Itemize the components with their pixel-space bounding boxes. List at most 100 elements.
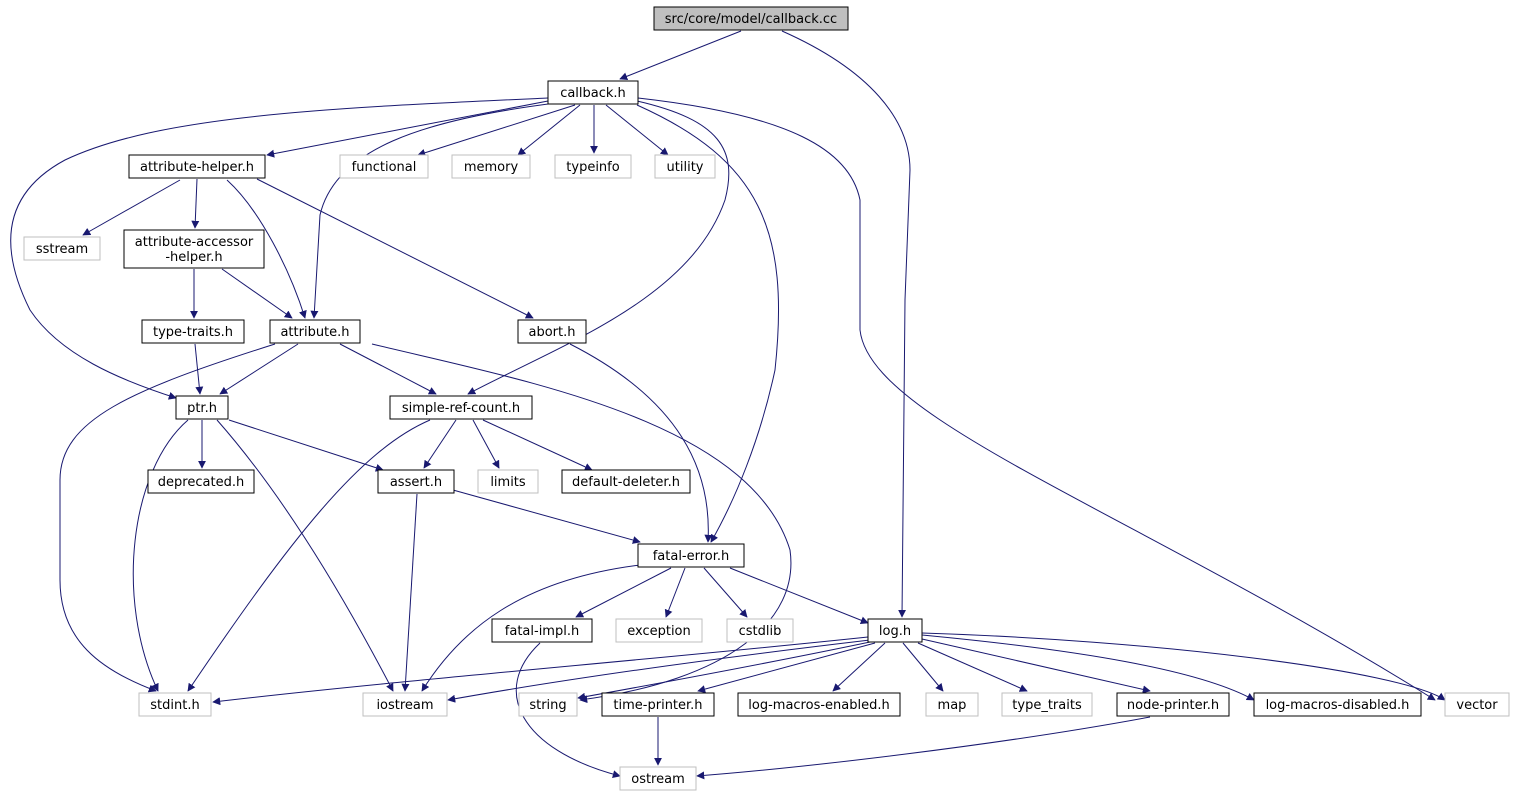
node-label: attribute-helper.h <box>140 160 254 175</box>
node-typeinfo: typeinfo <box>554 154 632 179</box>
node-string: string <box>518 692 578 717</box>
node-label: limits <box>490 475 526 490</box>
node-functional: functional <box>339 154 429 179</box>
node-box <box>653 6 849 31</box>
node-log-macros-disabled-h[interactable]: log-macros-disabled.h <box>1253 692 1422 717</box>
node-label: assert.h <box>390 475 442 490</box>
edge-abort-h-to-fatal-error-h <box>569 343 713 543</box>
edge-attribute-h-to-ptr-h <box>219 343 299 395</box>
node-map: map <box>925 692 979 717</box>
node-box <box>867 618 923 643</box>
node-label: src/core/model/callback.cc <box>665 12 837 27</box>
node-box <box>377 469 455 494</box>
node-label: log-macros-enabled.h <box>748 698 889 713</box>
edge-ptr-h-to-assert-h <box>228 419 384 472</box>
node-box <box>547 80 639 105</box>
edge-attribute-h-to-simple-ref-count-h <box>339 343 437 395</box>
edge-fatal-error-h-to-cstdlib <box>703 567 748 618</box>
node-assert-h[interactable]: assert.h <box>377 469 455 494</box>
node-box <box>123 229 265 269</box>
node-attribute-h[interactable]: attribute.h <box>269 319 361 344</box>
edge-callback-h-to-ptr-h <box>10 97 549 400</box>
node-fatal-error-h[interactable]: fatal-error.h <box>637 543 745 568</box>
edge-simple-ref-count-h-to-assert-h <box>423 419 457 469</box>
edge-callback-cc-to-log-h <box>781 30 911 618</box>
node-label: functional <box>352 160 417 175</box>
node-limits: limits <box>477 469 539 494</box>
node-label: exception <box>627 624 691 639</box>
edge-fatal-error-h-to-fatal-impl-h <box>575 567 672 618</box>
node-box <box>1253 692 1422 717</box>
edge-fatal-error-h-to-log-h <box>729 567 869 625</box>
node-label: attribute-accessor-helper.h <box>135 235 254 265</box>
node-box <box>1116 692 1230 717</box>
node-label: fatal-impl.h <box>505 624 579 639</box>
edge-log-h-to-time-printer-h <box>697 642 876 693</box>
node-box <box>1444 692 1510 717</box>
edge-log-h-to-vector <box>921 632 1446 701</box>
node-abort-h[interactable]: abort.h <box>517 319 587 344</box>
node-box <box>141 319 245 344</box>
node-box <box>517 319 587 344</box>
edge-fatal-error-h-to-exception <box>664 567 686 618</box>
node-attribute-helper-h[interactable]: attribute-helper.h <box>128 154 266 179</box>
node-box <box>128 154 266 179</box>
node-type-traits-h[interactable]: type-traits.h <box>141 319 245 344</box>
node-box <box>637 543 745 568</box>
edge-simple-ref-count-h-to-limits <box>472 419 500 469</box>
node-box <box>269 319 361 344</box>
node-label: log-macros-disabled.h <box>1266 698 1410 713</box>
node-default-deleter-h[interactable]: default-deleter.h <box>561 469 691 494</box>
node-label: deprecated.h <box>158 475 244 490</box>
node-label: vector <box>1456 698 1498 713</box>
node-box <box>737 692 901 717</box>
edge-callback-h-to-functional <box>417 104 576 157</box>
edge-log-h-to-node-printer-h <box>921 638 1151 694</box>
node-label: typeinfo <box>566 160 619 175</box>
node-box <box>619 766 697 791</box>
node-time-printer-h[interactable]: time-printer.h <box>601 692 715 717</box>
node-label: memory <box>464 160 519 175</box>
node-log-h[interactable]: log.h <box>867 618 923 643</box>
node-iostream: iostream <box>362 692 448 717</box>
node-memory: memory <box>451 154 531 179</box>
node-label: node-printer.h <box>1127 698 1219 713</box>
node-deprecated-h[interactable]: deprecated.h <box>147 469 255 494</box>
node-label: attribute.h <box>280 325 349 340</box>
node-ptr-h[interactable]: ptr.h <box>175 395 229 420</box>
edge-assert-h-to-iostream <box>401 493 418 692</box>
edge-log-h-to-type-traits <box>917 642 1028 692</box>
node-simple-ref-count-h[interactable]: simple-ref-count.h <box>389 395 533 420</box>
node-callback-h[interactable]: callback.h <box>547 80 639 105</box>
edge-callback-h-to-vector <box>637 97 1436 701</box>
node-label: simple-ref-count.h <box>402 401 520 416</box>
node-box <box>726 618 794 643</box>
node-box <box>362 692 448 717</box>
node-label: iostream <box>376 698 433 713</box>
node-vector: vector <box>1444 692 1510 717</box>
node-label: map <box>938 698 967 713</box>
node-label: default-deleter.h <box>572 475 680 490</box>
edge-log-h-to-log-macros-enabled-h <box>832 642 886 692</box>
edge-node-printer-h-to-ostream <box>696 716 1151 780</box>
edge-attribute-accessor-helper-h-to-attribute-h <box>221 268 293 319</box>
node-sstream: sstream <box>23 236 101 261</box>
node-cstdlib: cstdlib <box>726 618 794 643</box>
node-box <box>925 692 979 717</box>
node-label: cstdlib <box>739 624 782 639</box>
node-attribute-accessor-helper-h[interactable]: attribute-accessor-helper.h <box>123 229 265 269</box>
node-type-traits: type_traits <box>1001 692 1093 717</box>
node-log-macros-enabled-h[interactable]: log-macros-enabled.h <box>737 692 901 717</box>
node-box <box>175 395 229 420</box>
node-label: ostream <box>631 772 685 787</box>
node-fatal-impl-h[interactable]: fatal-impl.h <box>491 618 593 643</box>
node-box <box>1001 692 1093 717</box>
edge-fatal-error-h-to-iostream <box>421 564 641 692</box>
node-exception: exception <box>615 618 703 643</box>
node-node-printer-h[interactable]: node-printer.h <box>1116 692 1230 717</box>
edge-ptr-h-to-stdint-h <box>132 419 189 692</box>
edge-attribute-helper-h-to-attribute-accessor-helper-h <box>191 178 200 229</box>
edge-log-h-to-string <box>577 641 871 701</box>
node-callback-cc[interactable]: src/core/model/callback.cc <box>653 6 849 31</box>
edges-layer <box>10 30 1446 780</box>
